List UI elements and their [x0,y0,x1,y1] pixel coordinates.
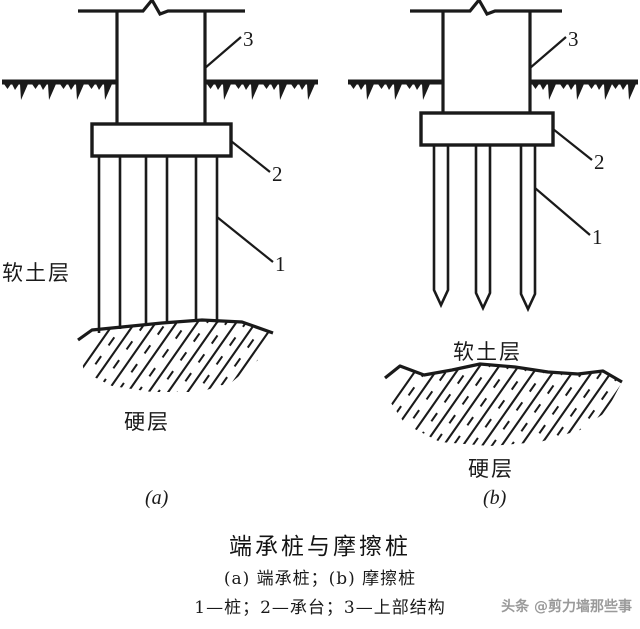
sub-label-b: (b) [483,487,507,509]
ground-line-a [2,79,318,100]
hard-layer-label-b: 硬层 [468,457,514,481]
pile-cap-a [90,122,233,158]
leader-2-b [552,128,593,161]
callout-3-a: 3 [243,27,254,51]
watermark: 头条 @剪力墙那些事 [501,599,632,615]
figure-title: 端承桩与摩擦桩 [229,534,411,560]
sub-label-a: (a) [145,487,169,509]
callout-3-b: 3 [568,27,579,51]
callout-1-b: 1 [592,225,603,249]
ground-line-b [348,79,638,100]
callout-leaders-b [529,36,593,236]
break-symbol-b [443,0,530,16]
superstructure-b [410,0,562,113]
figure-legend-caption: 1—桩；2—承台；3—上部结构 [194,598,446,618]
superstructure-a [78,0,245,124]
leader-2-a [230,140,271,173]
callout-leaders-a [204,36,274,263]
callout-2-b: 2 [594,150,605,174]
diagram-a [2,0,318,392]
break-symbol-a [117,0,205,16]
leader-1-b [534,187,591,236]
piles-b [432,145,537,313]
leader-1-a [216,216,274,263]
leader-3-a [204,36,242,69]
soft-soil-label-b: 软土层 [453,340,522,364]
callout-1-a: 1 [275,252,286,276]
hard-layer-label-a: 硬层 [124,410,170,434]
pile-cap-b [419,111,555,147]
leader-3-b [529,36,567,69]
figure-parts-caption: (a) 端承桩；(b) 摩擦桩 [223,569,417,589]
piles-a [97,156,219,333]
soft-soil-label-a: 软土层 [2,261,71,285]
callout-2-a: 2 [272,162,283,186]
